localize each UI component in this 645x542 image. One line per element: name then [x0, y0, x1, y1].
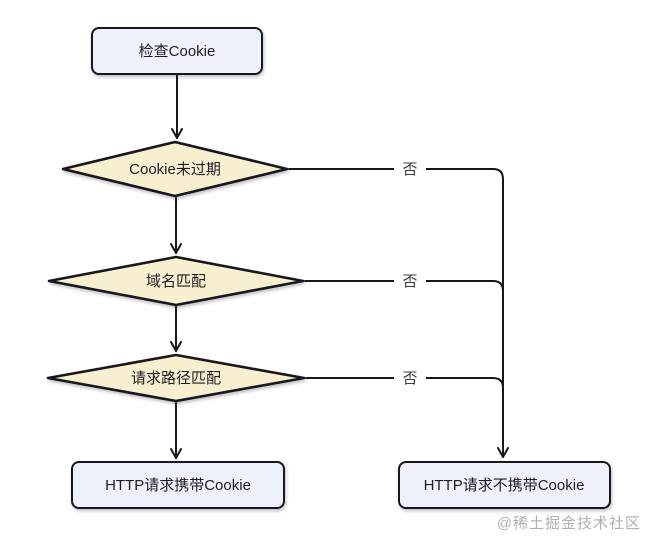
watermark-text: @稀土掘金技术社区 [497, 515, 641, 532]
edge-domain-no-branch [304, 280, 504, 292]
node-check-cookie: 检查Cookie [91, 27, 263, 75]
node-label: HTTP请求携带Cookie [105, 477, 251, 494]
process-shape [71, 461, 285, 509]
edge-path-no-branch [305, 377, 504, 389]
process-shape [398, 461, 611, 509]
node-domain-match: 域名匹配 [47, 255, 305, 307]
edge-label-bg [394, 368, 426, 388]
edge-label-no-1: 否 [402, 161, 417, 178]
node-label: 检查Cookie [139, 43, 216, 60]
decision-shape [46, 353, 306, 403]
node-label: 域名匹配 [146, 273, 206, 290]
node-cookie-not-expired: Cookie未过期 [61, 140, 289, 198]
node-http-with-cookie: HTTP请求携带Cookie [71, 461, 285, 509]
edge-label-no-3: 否 [402, 370, 417, 387]
edge-label-bg [394, 159, 426, 179]
node-label: 请求路径匹配 [131, 370, 221, 387]
decision-shape [61, 140, 289, 198]
node-http-without-cookie: HTTP请求不携带Cookie [398, 461, 611, 509]
node-label: HTTP请求不携带Cookie [424, 477, 585, 494]
process-shape [91, 27, 263, 75]
edge-expired-no-branch [288, 168, 509, 458]
decision-shape [47, 255, 305, 307]
node-path-match: 请求路径匹配 [46, 353, 306, 403]
node-label: Cookie未过期 [129, 161, 221, 178]
edge-label-bg [394, 271, 426, 291]
edge-label-no-2: 否 [402, 273, 417, 290]
